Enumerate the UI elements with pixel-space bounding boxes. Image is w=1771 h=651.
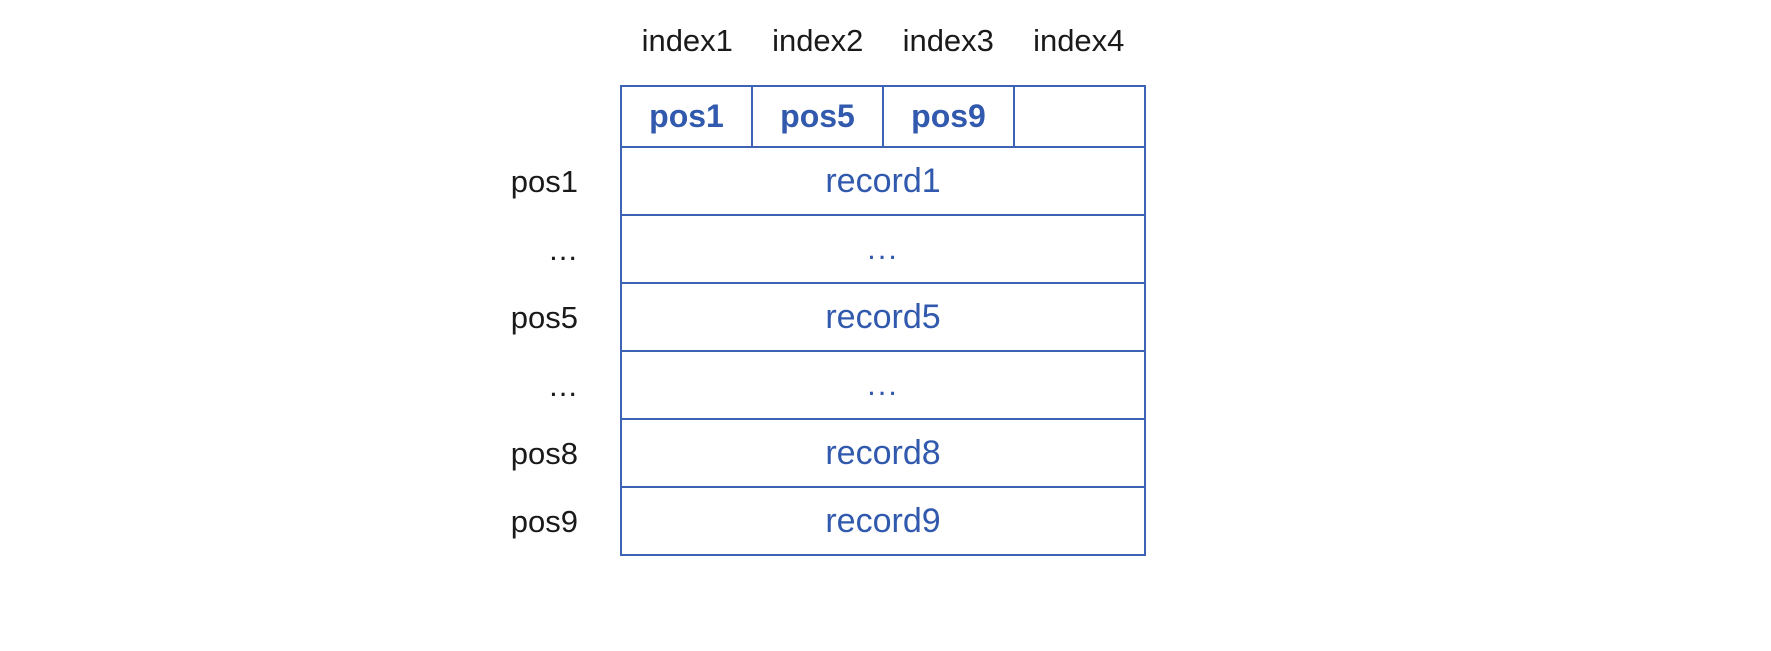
- table-row-record5: record5: [622, 284, 1144, 352]
- table-row-ellipsis-2: ...: [622, 352, 1144, 420]
- record-table: pos1 pos5 pos9 record1 ... record5 ... r…: [620, 85, 1146, 556]
- row-label-pos9: pos9: [510, 504, 578, 539]
- row-label-pos1: pos1: [510, 164, 578, 199]
- column-index-label-index1: index1: [641, 23, 733, 58]
- header-cell-index2: pos5: [753, 87, 884, 146]
- table-row-record1: record1: [622, 148, 1144, 216]
- row-label-column: pos1 ... pos5 ... pos8 pos9: [300, 148, 600, 556]
- table-row-ellipsis-1: ...: [622, 216, 1144, 284]
- column-index-label-index3: index3: [902, 23, 994, 58]
- column-index-label-index2: index2: [772, 23, 864, 58]
- row-label-pos8: pos8: [510, 436, 578, 471]
- header-cell-index4-empty: [1015, 87, 1144, 146]
- table-header-row: pos1 pos5 pos9: [622, 87, 1144, 148]
- header-cell-index3: pos9: [884, 87, 1015, 146]
- row-label-pos5: pos5: [510, 300, 578, 335]
- row-label-ellipsis-2: ...: [549, 368, 578, 403]
- column-index-label-index4: index4: [1033, 23, 1125, 58]
- table-row-record9: record9: [622, 488, 1144, 556]
- table-row-record8: record8: [622, 420, 1144, 488]
- row-label-ellipsis-1: ...: [549, 232, 578, 267]
- header-cell-index1: pos1: [622, 87, 753, 146]
- column-index-label-row: index1 index2 index3 index4: [622, 18, 1144, 64]
